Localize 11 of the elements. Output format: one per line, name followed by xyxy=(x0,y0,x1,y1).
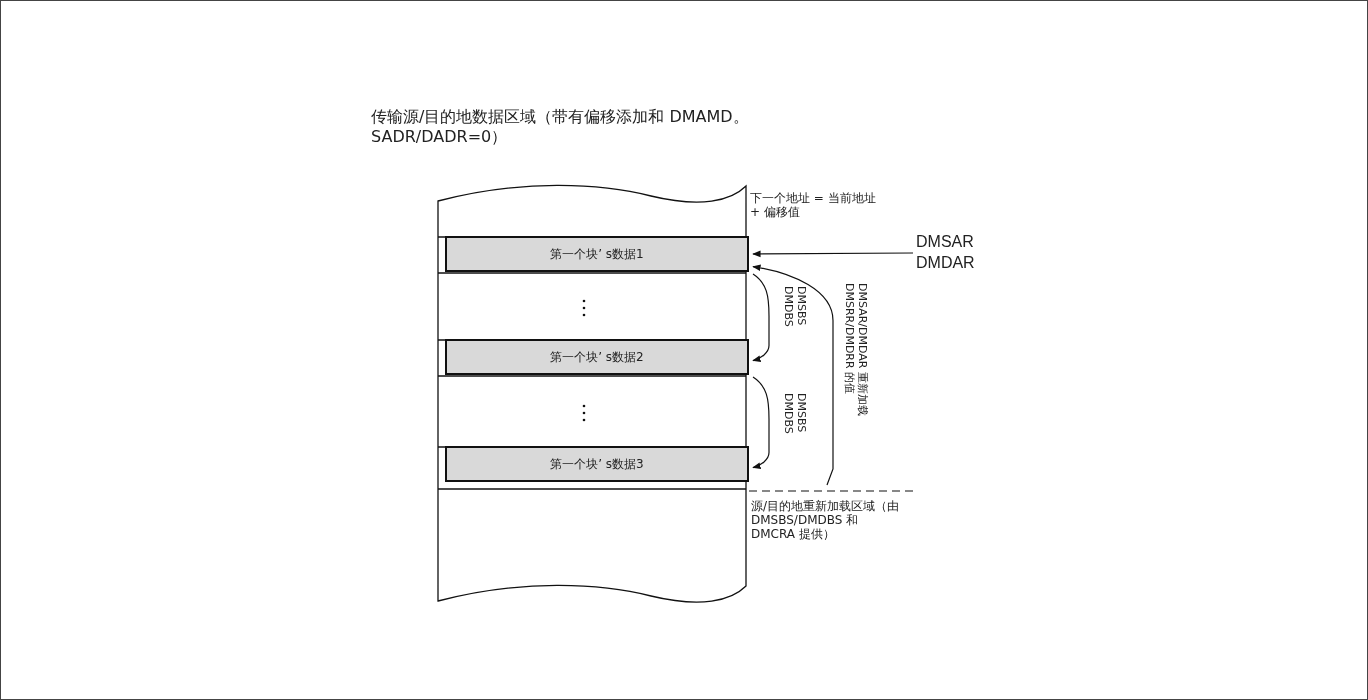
arrow xyxy=(752,376,770,469)
data-block: 第一个块’ s数据1 xyxy=(445,236,749,272)
data-block: 第一个块’ s数据3 xyxy=(445,446,749,482)
arrow xyxy=(752,273,770,362)
arrow xyxy=(752,264,834,486)
note-text: 下一个地址 = 当前地址 + 偏移值 xyxy=(750,191,877,219)
arrow xyxy=(752,250,914,258)
note-text: 源/目的地重新加载区域（由 DMSBS/DMDBS 和 DMCRA 提供） xyxy=(751,499,901,541)
data-block: 第一个块’ s数据2 xyxy=(445,339,749,375)
register-name: DMSAR DMDAR xyxy=(916,231,1006,275)
diagram-title: 传输源/目的地数据区域（带有偏移添加和 DMAMD。SADR/DADR=0） xyxy=(371,107,750,147)
